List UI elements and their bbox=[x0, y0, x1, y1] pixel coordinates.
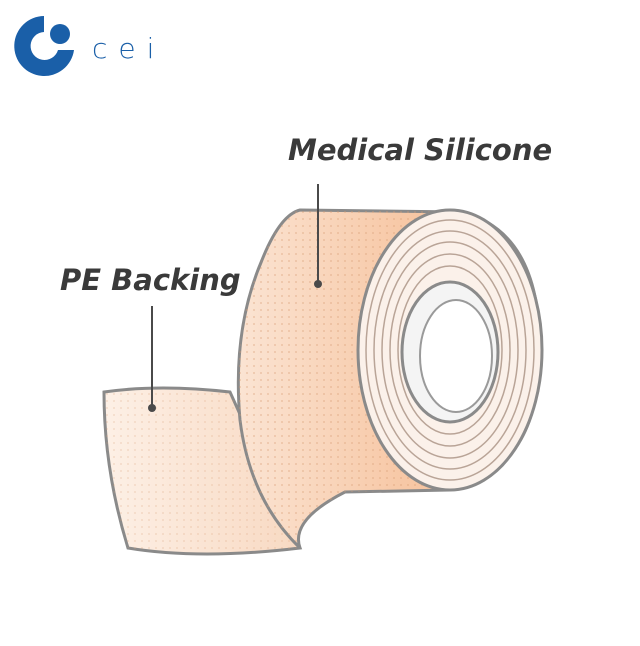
label-medical-silicone: Medical Silicone bbox=[288, 133, 553, 167]
tape-roll-face bbox=[356, 208, 544, 492]
logo-text: cei bbox=[92, 32, 166, 65]
leader-backing bbox=[148, 306, 156, 412]
tape-strip bbox=[102, 386, 303, 556]
label-pe-backing: PE Backing bbox=[60, 263, 241, 297]
leader-silicone bbox=[314, 184, 322, 288]
cei-logo-icon bbox=[14, 16, 74, 76]
